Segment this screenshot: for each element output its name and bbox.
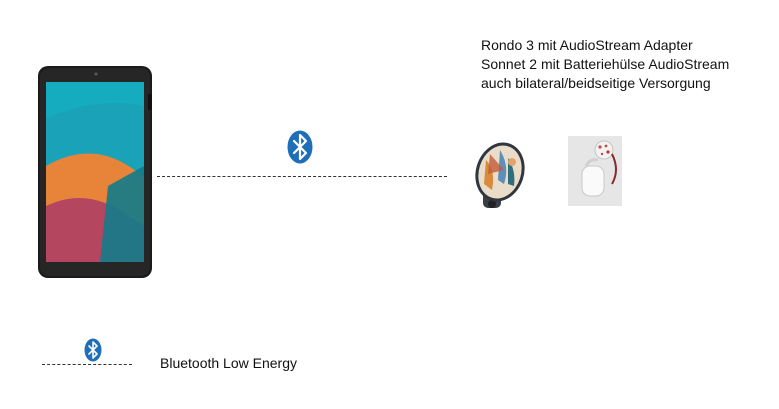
legend-label: Bluetooth Low Energy [160, 355, 297, 371]
smartphone-image [38, 66, 152, 278]
description-text: Rondo 3 mit AudioStream Adapter Sonnet 2… [481, 36, 729, 93]
connection-line [157, 176, 447, 177]
description-line-2: Sonnet 2 mit Batteriehülse AudioStream [481, 56, 730, 72]
rondo-3-processor-icon [475, 142, 525, 208]
bluetooth-icon [287, 130, 313, 164]
sonnet-2-processor-icon [568, 136, 622, 206]
legend-line [42, 364, 132, 365]
description-line-1: Rondo 3 mit AudioStream Adapter [481, 37, 693, 53]
description-line-3: auch bilateral/beidseitige Versorgung [481, 75, 711, 91]
legend-bluetooth-icon [84, 338, 102, 362]
